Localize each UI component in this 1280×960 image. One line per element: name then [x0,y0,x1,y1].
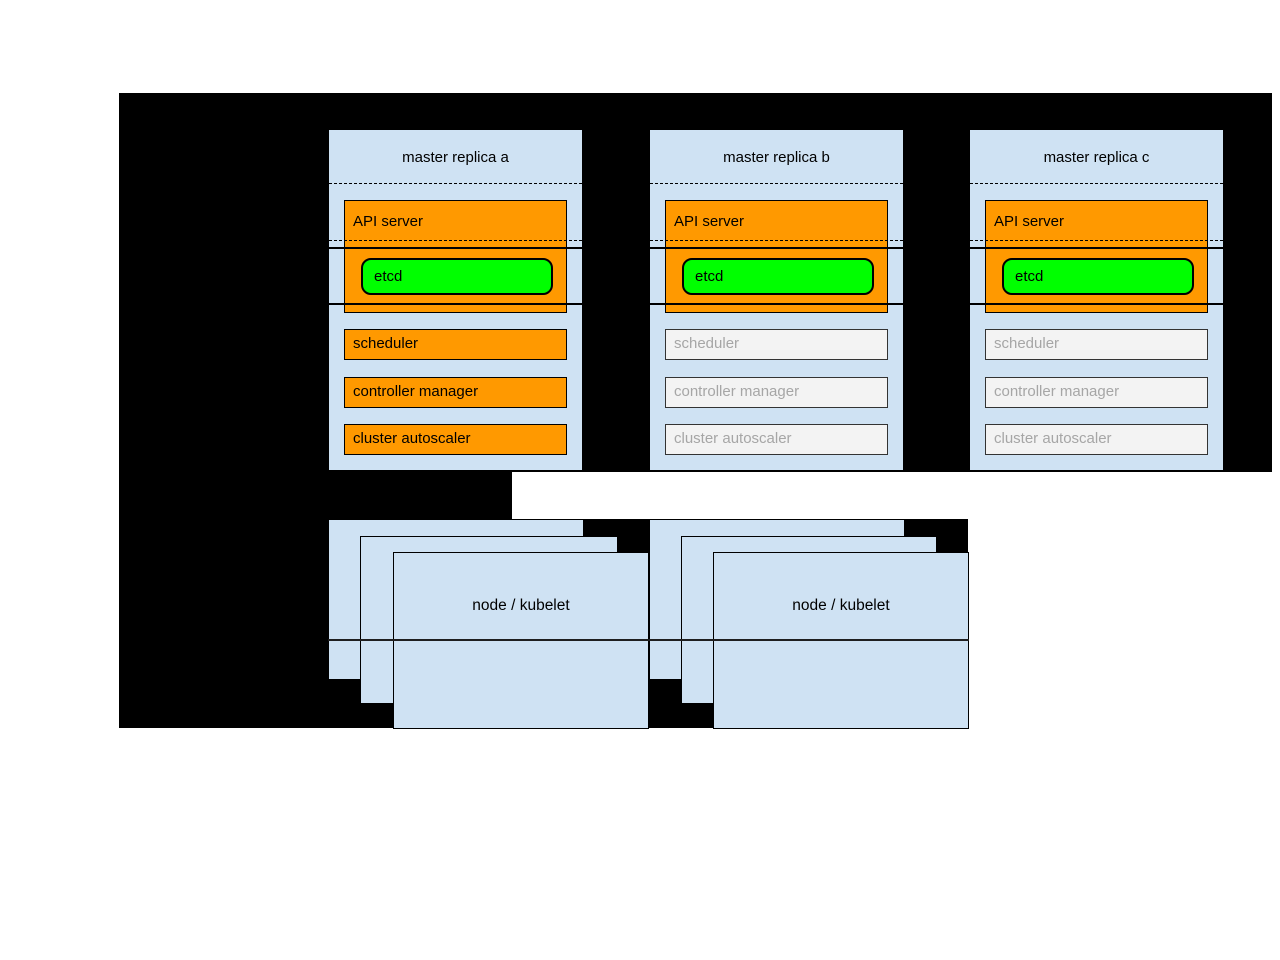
master-replica-a-panel: master replica a API server etcd schedul… [328,129,583,471]
solid-divider-lower [650,303,903,305]
api-server-box: API server [985,200,1208,313]
solid-divider-upper [970,247,1223,249]
solid-divider-upper [329,247,582,249]
node-kubelet-label: node / kubelet [792,597,890,614]
dashed-divider-mid [970,240,1223,241]
api-server-label: API server [994,213,1065,230]
scheduler-box: scheduler [985,329,1208,360]
etcd-label: etcd [695,268,724,285]
api-server-label: API server [353,213,424,230]
etcd-box: etcd [682,258,874,295]
etcd-box: etcd [1002,258,1194,295]
master-replica-b-panel: master replica b API server etcd schedul… [649,129,904,471]
solid-divider-lower [970,303,1223,305]
api-server-label: API server [674,213,745,230]
dashed-divider-mid [329,240,582,241]
master-replica-c-title: master replica c [1043,149,1150,166]
cluster-autoscaler-box: cluster autoscaler [665,424,888,455]
etcd-label: etcd [1015,268,1044,285]
dashed-divider-mid [650,240,903,241]
solid-divider-upper [650,247,903,249]
etcd-label: etcd [374,268,403,285]
node-kubelet-label: node / kubelet [472,597,570,614]
master-replica-a-title: master replica a [402,149,509,166]
controller-manager-box: controller manager [985,377,1208,408]
solid-divider-lower [329,303,582,305]
cluster-autoscaler-box: cluster autoscaler [344,424,567,455]
dashed-divider-top [650,183,903,184]
dashed-divider-top [970,183,1223,184]
cluster-autoscaler-box: cluster autoscaler [985,424,1208,455]
node-divider-line [328,639,969,641]
scheduler-box: scheduler [344,329,567,360]
scheduler-box: scheduler [665,329,888,360]
etcd-box: etcd [361,258,553,295]
controller-manager-box: controller manager [665,377,888,408]
dashed-divider-top [329,183,582,184]
api-server-box: API server [665,200,888,313]
master-replica-b-title: master replica b [723,149,830,166]
master-replica-c-panel: master replica c API server etcd schedul… [969,129,1224,471]
api-server-box: API server [344,200,567,313]
controller-manager-box: controller manager [344,377,567,408]
